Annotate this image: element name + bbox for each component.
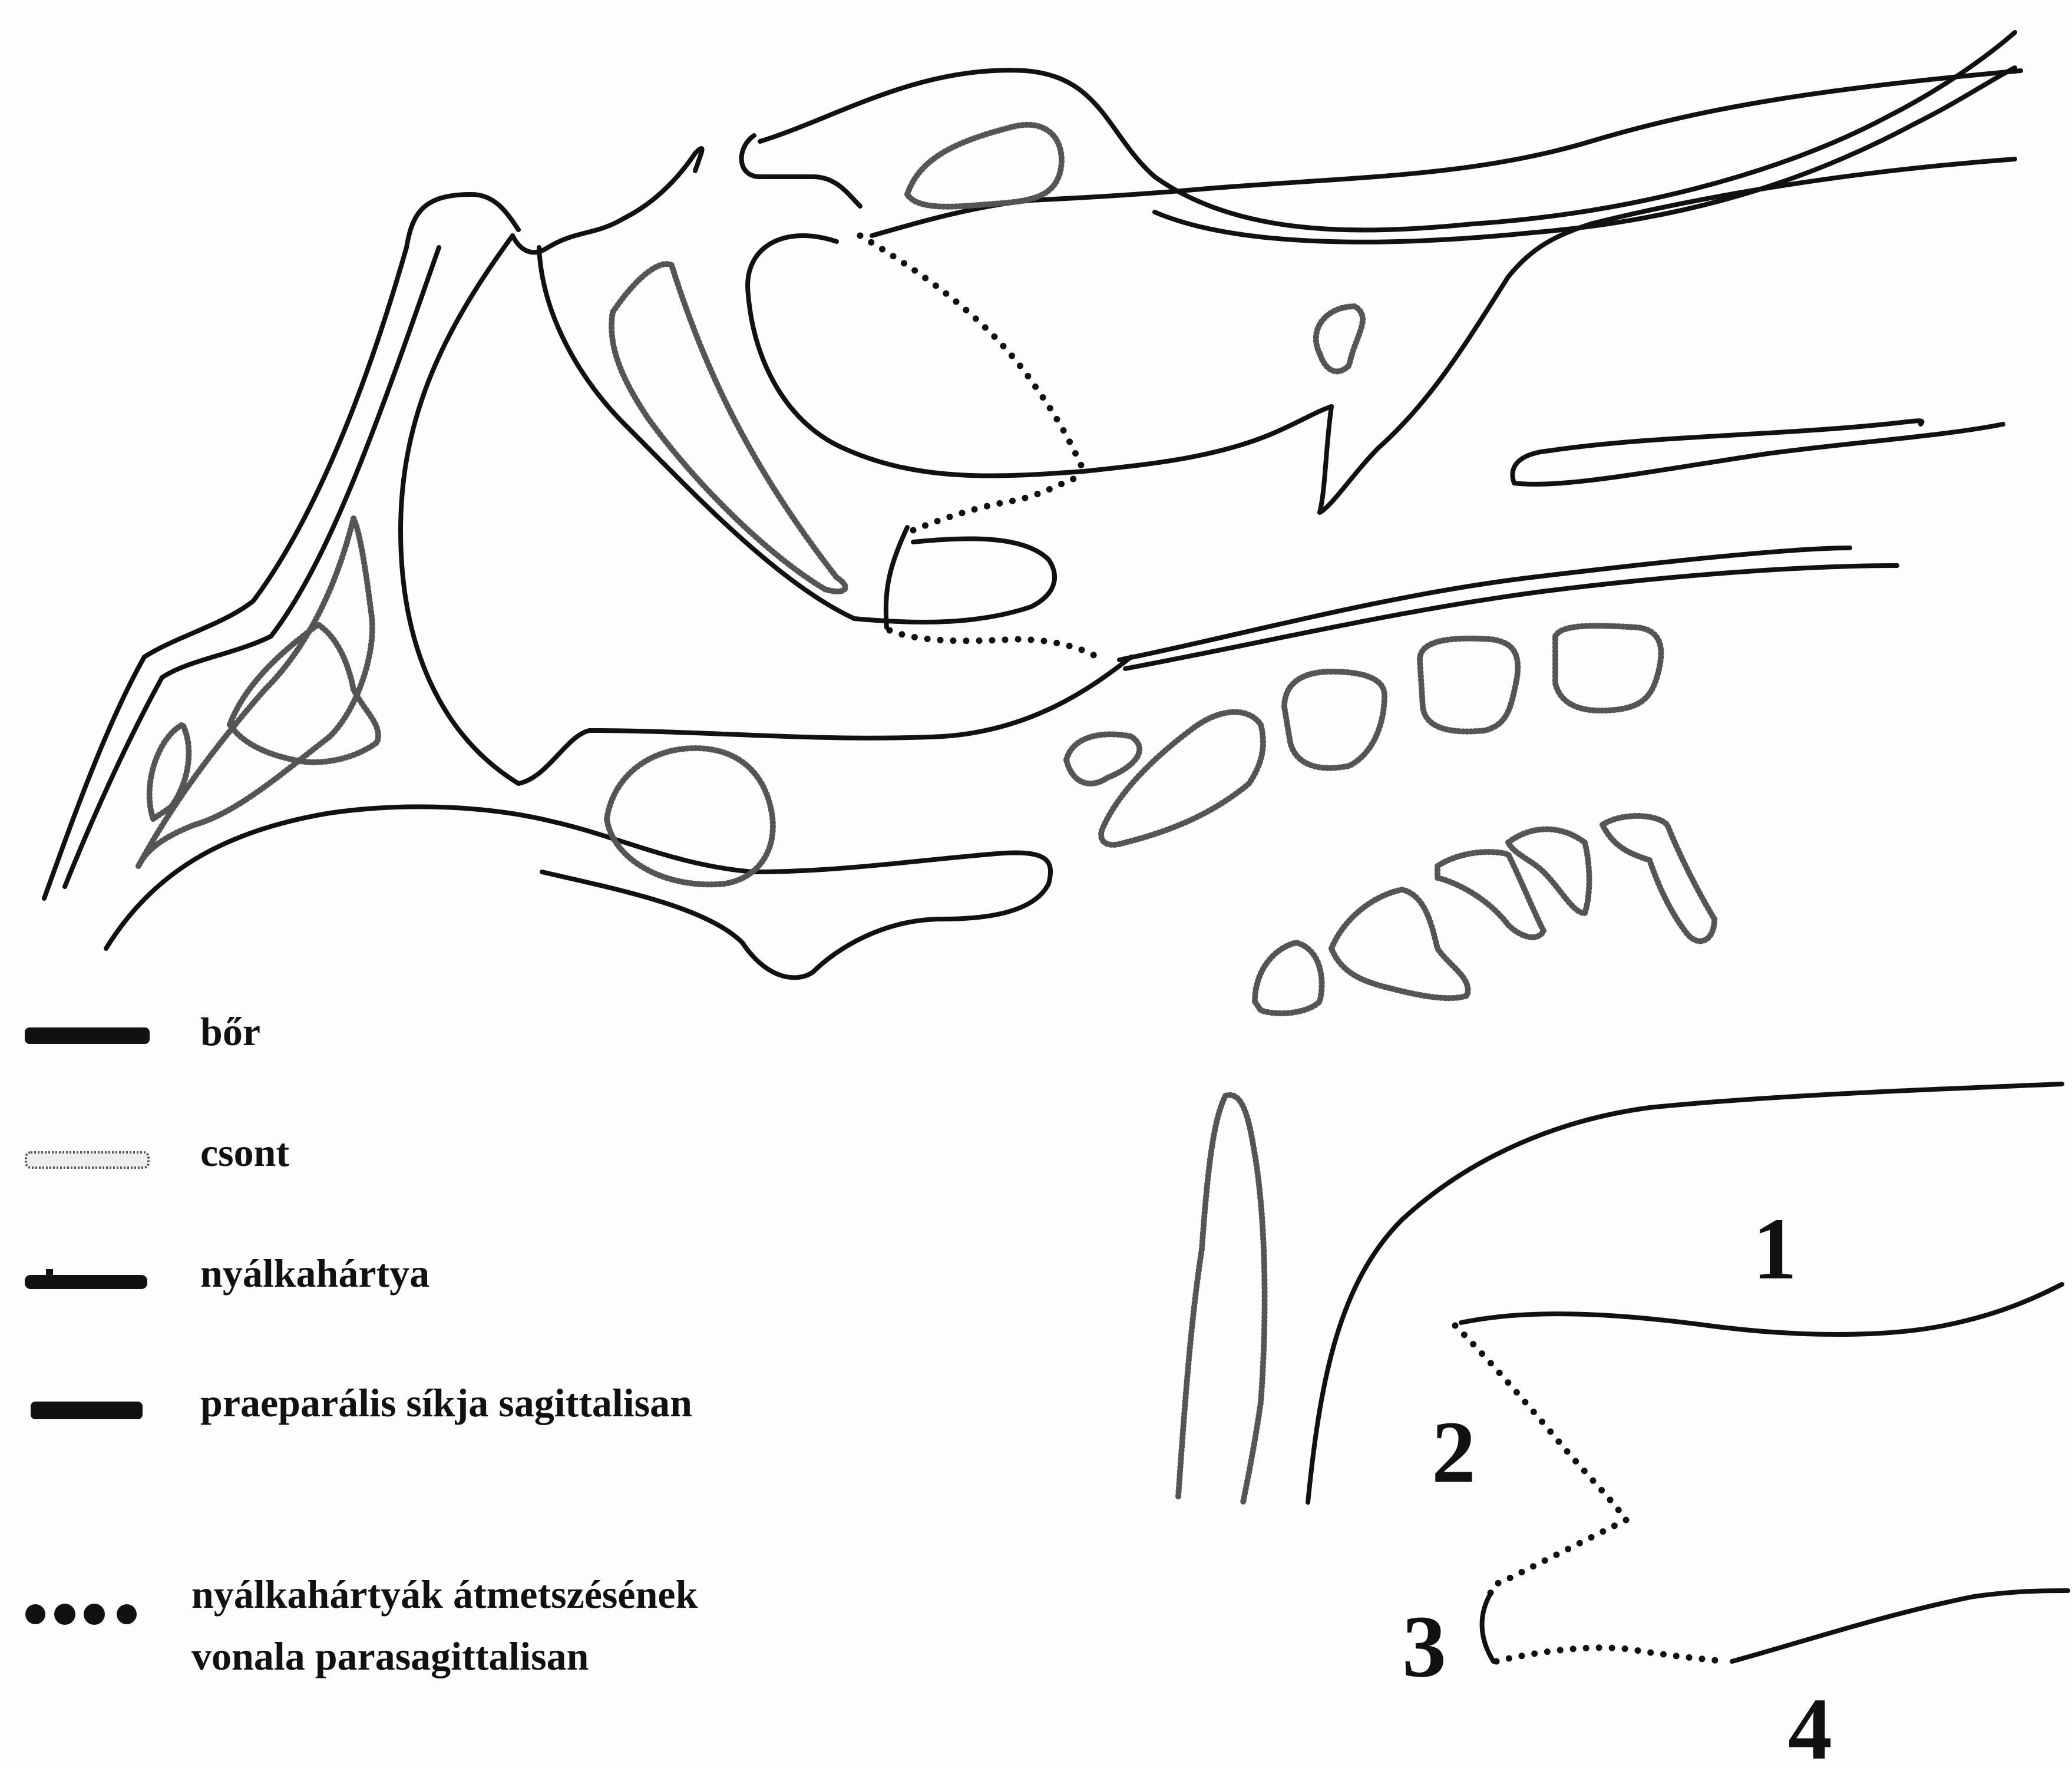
legend-label-incision-line-1: nyálkahártyák átmetszésének bbox=[191, 1570, 698, 1618]
legend-label-preparation-plane: praeparális síkja sagittalisan bbox=[200, 1379, 692, 1427]
legend-label-incision-line-2: vonala parasagittalisan bbox=[191, 1632, 589, 1680]
legend-label-skin: bőr bbox=[200, 1007, 260, 1056]
legend-symbol-bone bbox=[24, 1149, 153, 1172]
legend-symbol-preparation-plane bbox=[29, 1399, 147, 1423]
inset-label-3: 3 bbox=[1402, 1602, 1446, 1691]
inset-drawing bbox=[1178, 1084, 2068, 1661]
bone-outlines bbox=[138, 125, 1714, 1013]
legend-symbol-mucosa bbox=[24, 1267, 153, 1296]
inset-label-1: 1 bbox=[1753, 1205, 1797, 1293]
legend-label-mucosa: nyálkahártya bbox=[200, 1249, 429, 1297]
legend-label-bone: csont bbox=[200, 1128, 289, 1177]
legend-symbol-incision-dots bbox=[18, 1600, 147, 1629]
legend-symbol-skin bbox=[24, 1024, 153, 1047]
inset-label-4: 4 bbox=[1788, 1685, 1832, 1768]
inset-label-2: 2 bbox=[1432, 1408, 1476, 1496]
skin-outlines bbox=[44, 32, 2021, 977]
incision-lines-main bbox=[860, 236, 1102, 660]
